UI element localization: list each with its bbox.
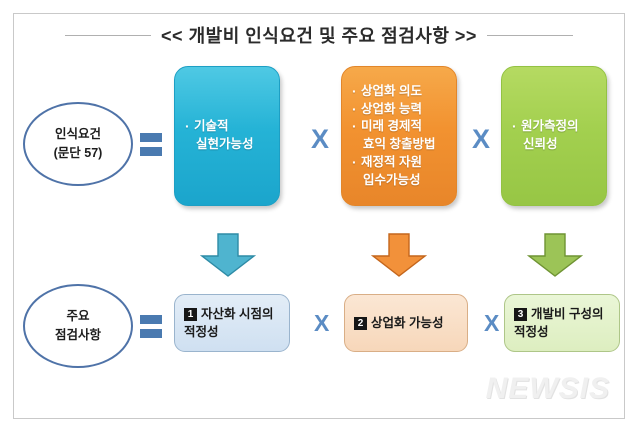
arrow-down-green-icon xyxy=(527,233,583,277)
condition-item-line1: 재정적 자원 xyxy=(361,154,422,169)
condition-item-line1: 미래 경제적 xyxy=(361,119,422,134)
equals-bar-lower xyxy=(140,328,162,338)
equals-bar-upper xyxy=(140,132,162,142)
condition-box-cost-measurement: 원가측정의 신뢰성 xyxy=(501,66,607,206)
condition-item-line1: 상업화 의도 xyxy=(361,83,422,98)
condition-item: 상업화 능력 xyxy=(351,100,447,120)
oval-check-line2: 점검사항 xyxy=(54,328,101,342)
condition-item: 재정적 자원 입수가능성 xyxy=(351,153,447,190)
arrow-down-green xyxy=(527,232,583,278)
oval-recognition-line1: 인식요건 xyxy=(54,126,101,141)
check-line1: 자산화 시점의 xyxy=(201,306,274,321)
check-line1: 상업화 가능성 xyxy=(371,315,444,330)
condition-item-line2: 입수가능성 xyxy=(363,172,421,187)
equals-bar-upper xyxy=(140,314,162,324)
diagram-frame: << 개발비 인식요건 및 주요 점검사항 >> 인식요건 (문단 57) 기술… xyxy=(13,13,625,419)
oval-recognition-line2: (문단 57) xyxy=(53,146,103,160)
equals-sign-top xyxy=(140,130,162,158)
check-line1: 개발비 구성의 xyxy=(531,306,604,321)
arrow-down-blue xyxy=(200,232,256,278)
check-line2: 적정성 xyxy=(514,325,549,339)
oval-recognition-criteria: 인식요건 (문단 57) xyxy=(23,102,133,186)
check-number-badge: 1 xyxy=(184,307,197,321)
condition-item: 상업화 의도 xyxy=(351,82,447,102)
operator-multiply-bottom-1: X xyxy=(314,310,330,336)
check-number-badge: 3 xyxy=(514,307,527,321)
arrow-down-blue-icon xyxy=(200,233,256,277)
check-box-text: 2 상업화 가능성 xyxy=(354,314,458,332)
equals-bar-lower xyxy=(140,146,162,156)
oval-key-check-items: 주요 점검사항 xyxy=(23,284,133,368)
operator-multiply-bottom-2: X xyxy=(484,310,500,336)
operator-multiply-top-1: X xyxy=(311,124,330,154)
equals-sign-bottom xyxy=(140,312,162,340)
title-rule-left xyxy=(65,34,152,36)
condition-item-line2: 실현가능성 xyxy=(196,137,254,151)
condition-item: 원가측정의 신뢰성 xyxy=(511,117,597,154)
title-rule-right xyxy=(486,34,573,36)
check-box-development-cost-composition: 3 개발비 구성의 적정성 xyxy=(504,294,620,352)
condition-item-line1: 원가측정의 xyxy=(521,119,579,134)
condition-box-commercialization: 상업화 의도 상업화 능력 미래 경제적 효익 창출방법 재정적 자원 입수가능… xyxy=(341,66,457,206)
oval-check-line1: 주요 xyxy=(66,308,90,323)
condition-item-line2: 효익 창출방법 xyxy=(363,137,436,151)
condition-item-line1: 기술적 xyxy=(194,119,229,134)
newsis-watermark: NEWSIS xyxy=(485,372,610,405)
check-box-text: 1 자산화 시점의 적정성 xyxy=(184,305,280,341)
condition-item: 기술적 실현가능성 xyxy=(184,117,270,154)
page-title-text: << 개발비 인식요건 및 주요 점검사항 >> xyxy=(161,26,477,46)
page-title: << 개발비 인식요건 및 주요 점검사항 >> xyxy=(14,22,624,48)
arrow-down-orange-icon xyxy=(371,233,427,277)
condition-item: 미래 경제적 효익 창출방법 xyxy=(351,117,447,154)
check-number-badge: 2 xyxy=(354,316,367,330)
condition-box-technical-feasibility: 기술적 실현가능성 xyxy=(174,66,280,206)
arrow-down-orange xyxy=(371,232,427,278)
check-box-asset-timing: 1 자산화 시점의 적정성 xyxy=(174,294,290,352)
condition-item-line2: 신뢰성 xyxy=(523,137,558,151)
check-box-text: 3 개발비 구성의 적정성 xyxy=(514,305,610,341)
condition-item-line1: 상업화 능력 xyxy=(361,101,422,116)
check-box-commercialization-possibility: 2 상업화 가능성 xyxy=(344,294,468,352)
operator-multiply-top-2: X xyxy=(472,124,491,154)
check-line2: 적정성 xyxy=(184,325,219,339)
